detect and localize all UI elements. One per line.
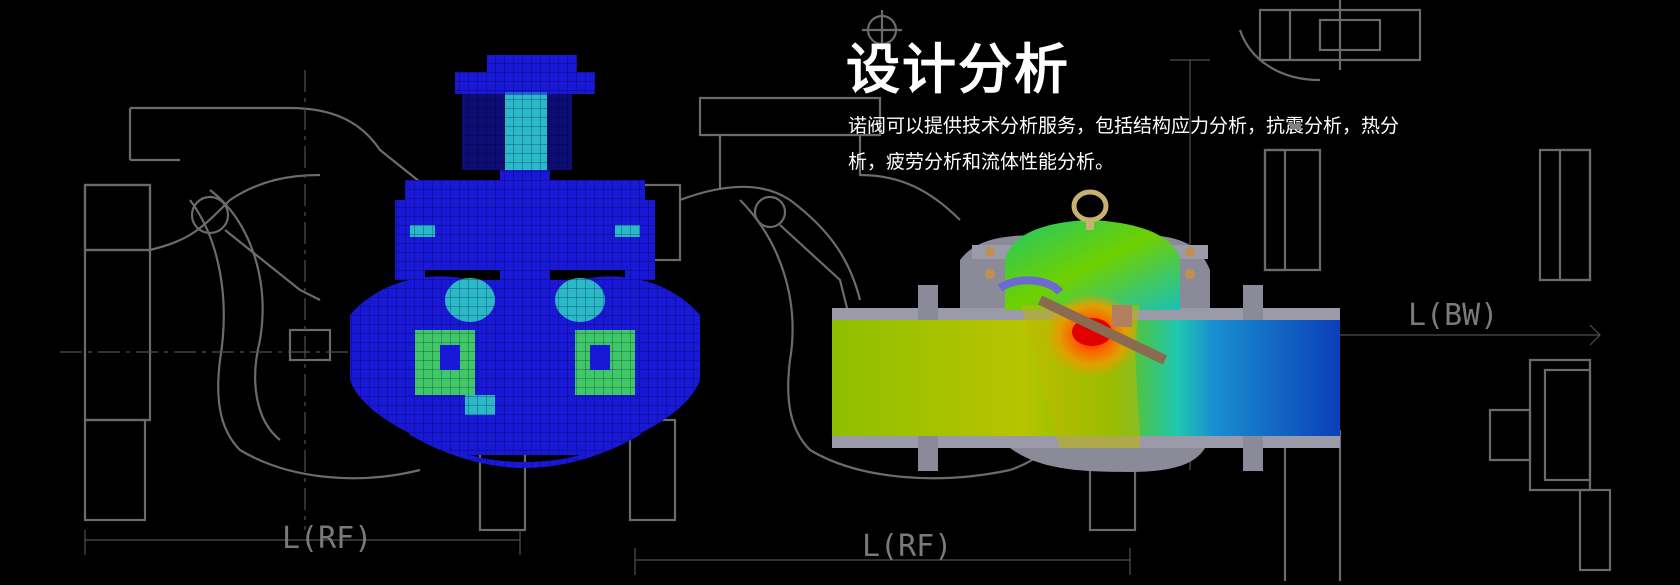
right-length-label: L(BW) bbox=[1408, 298, 1498, 333]
left-length-label: L(RF) bbox=[282, 521, 372, 556]
center-cad-drawing: L(RF) bbox=[628, 10, 1210, 575]
center-length-label: L(RF) bbox=[862, 529, 952, 564]
fea-mesh-valve-model bbox=[350, 55, 700, 468]
right-cad-drawing: L(BW) bbox=[1238, 0, 1612, 581]
page-title: 设计分析 bbox=[846, 38, 1070, 101]
service-description: 诺阀可以提供技术分析服务，包括结构应力分析，抗震分析，热分析，疲劳分析和流体性能… bbox=[848, 115, 1400, 173]
cfd-check-valve-model bbox=[832, 189, 1340, 472]
